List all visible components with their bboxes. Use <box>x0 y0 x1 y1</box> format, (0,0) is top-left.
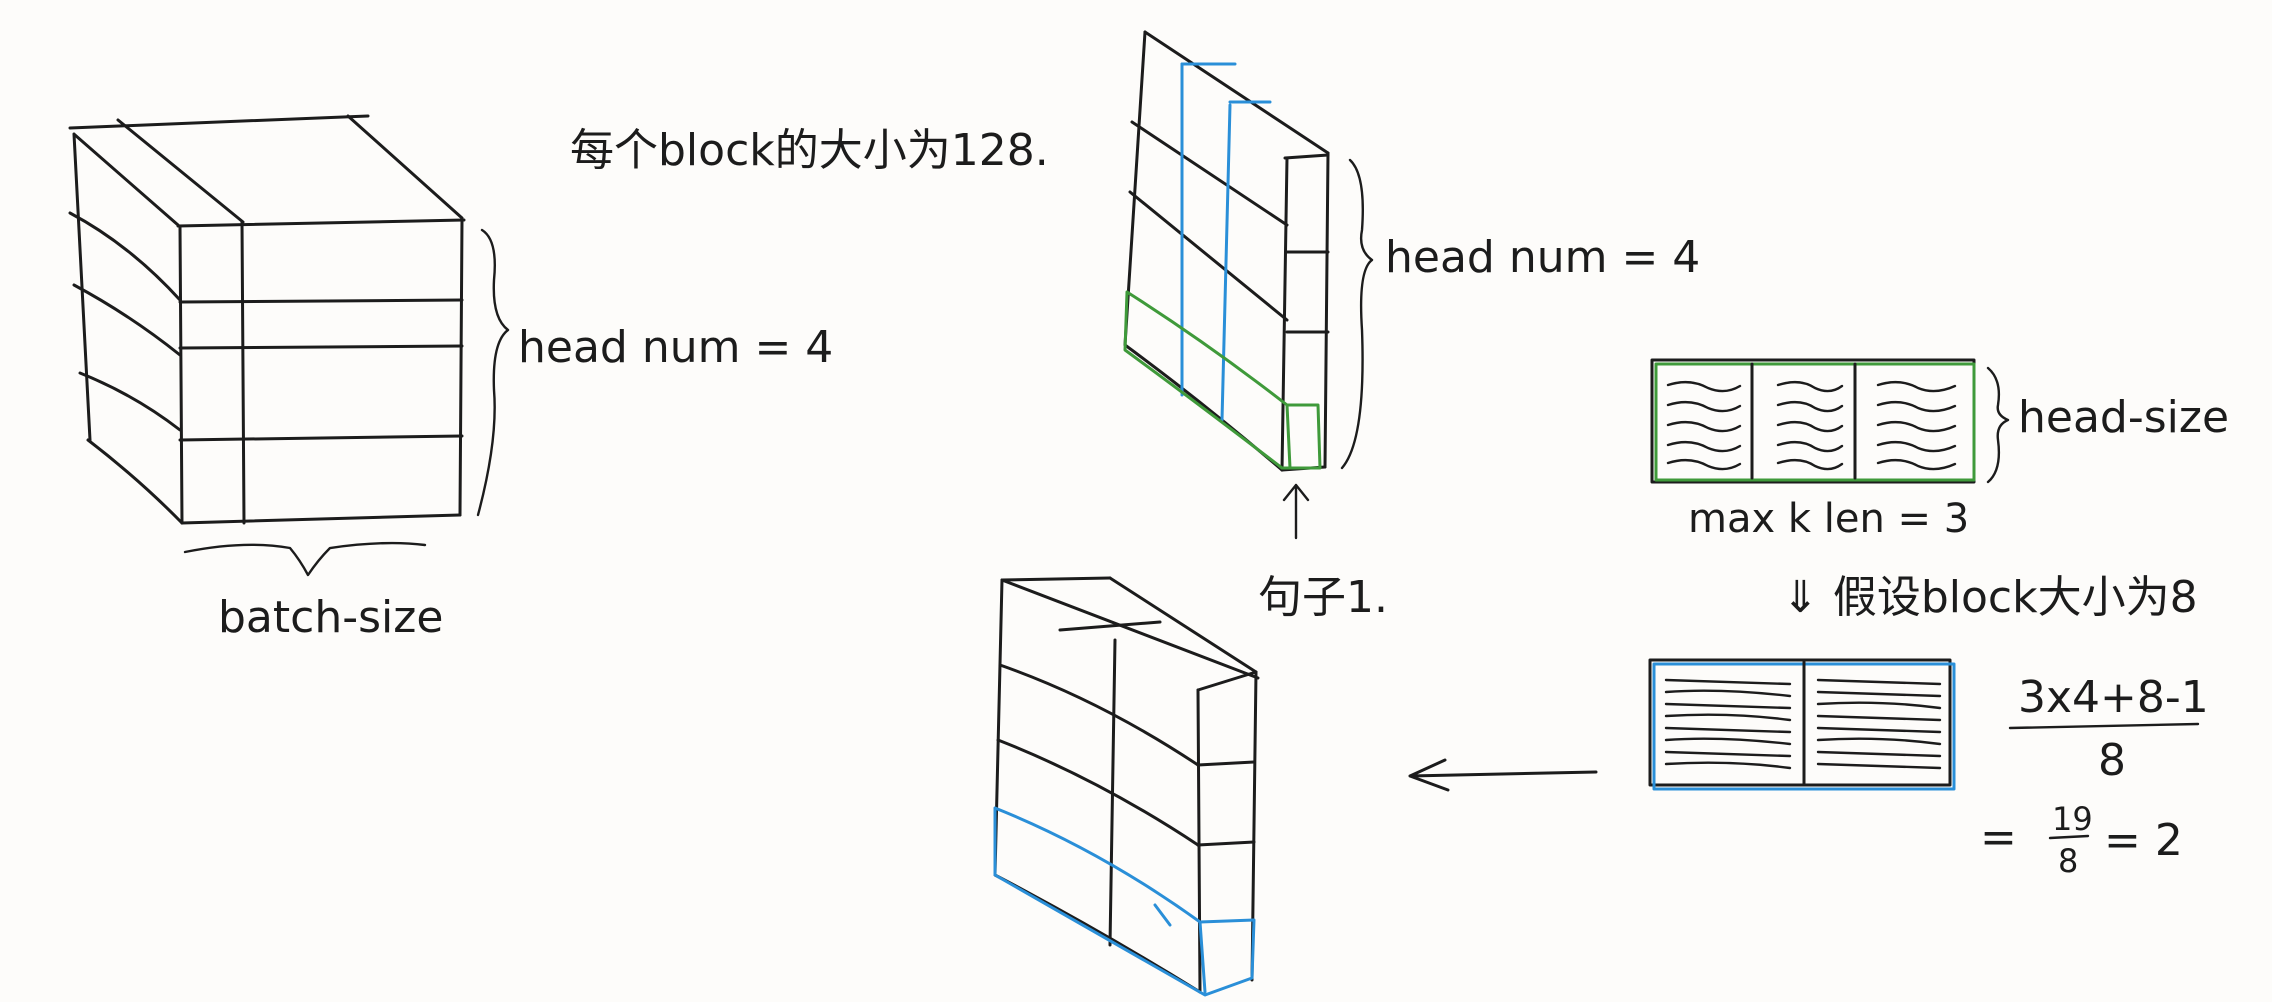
batch-size-label: batch-size <box>218 592 443 643</box>
bslab-front-line-1 <box>1196 760 1256 767</box>
left-cube-front-right-vertical <box>458 218 464 517</box>
block-strip <box>1648 658 1956 791</box>
bslab-top-cross <box>1058 620 1162 632</box>
bottom-slab <box>993 576 1260 997</box>
slab-front-left-edge <box>1280 156 1289 472</box>
bslab-blue-inner <box>1198 920 1207 994</box>
left-cube-side-line-1 <box>68 211 182 302</box>
bslab-top-left-slant <box>1000 578 1260 680</box>
bslab-side-line-2 <box>996 738 1200 847</box>
left-cube-bottom-slant <box>86 438 184 525</box>
slab-front-right-edge <box>1323 151 1330 469</box>
left-cube <box>68 114 510 577</box>
slab-top-front-edge <box>1283 153 1330 160</box>
max-k-len-label: max k len = 3 <box>1688 496 1969 542</box>
slab-headnum-brace <box>1340 158 1374 470</box>
result-equals: = <box>1980 812 2017 863</box>
bslab-blue-tick <box>1153 903 1172 927</box>
bslab-top-back <box>1000 576 1112 582</box>
left-cube-top-back-edge <box>68 114 370 130</box>
result-fraction-bar <box>2048 834 2090 840</box>
result-value: = 2 <box>2104 815 2183 866</box>
left-cube-side-line-2 <box>72 283 182 357</box>
left-headnum-brace <box>476 228 510 517</box>
middle-slab-top <box>1123 30 1374 472</box>
kcache-green-rect <box>1654 362 1976 482</box>
formula-fraction-bar <box>2008 722 2200 730</box>
formula-numerator: 3x4+8-1 <box>2018 672 2209 723</box>
head-num-mid-label: head num = 4 <box>1385 232 1700 283</box>
head-size-label: head-size <box>2018 392 2229 443</box>
slab-top-edge <box>1143 30 1330 155</box>
left-cube-top-front-edge <box>176 218 466 228</box>
bslab-front-line-2 <box>1196 840 1256 847</box>
k-cache-strip <box>1650 358 2010 484</box>
left-cube-back-vertical <box>72 132 92 442</box>
left-cube-front-line-1 <box>178 298 464 304</box>
formula-denominator: 8 <box>2098 735 2126 786</box>
block-size-note: 每个block的大小为128. <box>570 125 1049 176</box>
head-num-left-label: head num = 4 <box>518 322 833 373</box>
head-size-brace <box>1986 366 2010 484</box>
left-cube-front-bottom <box>180 513 462 525</box>
bslab-side-line-1 <box>998 663 1200 767</box>
left-cube-top-left-edge <box>73 133 180 227</box>
block-strip-outer <box>1648 658 1952 787</box>
result-denominator: 8 <box>2058 842 2078 880</box>
left-cube-front-line-3 <box>178 434 464 442</box>
result-numerator: 19 <box>2052 800 2093 838</box>
left-cube-front-line-2 <box>178 344 464 350</box>
slab-side-line-2 <box>1128 190 1289 322</box>
slab-blue-column-2 <box>1220 103 1232 422</box>
left-cube-side-line-3 <box>78 371 182 432</box>
bslab-top-front <box>1196 670 1258 692</box>
slab-side-line-1 <box>1130 120 1289 227</box>
bslab-front-left <box>1196 688 1202 994</box>
slab-green-row <box>1123 290 1322 470</box>
sentence-1-label: 句子1. <box>1258 572 1388 623</box>
assume-block-label: ⇓ 假设block大小为8 <box>1782 572 2198 623</box>
left-cube-front-mid-vertical <box>240 220 246 525</box>
batch-size-brace <box>183 541 427 577</box>
bslab-blue-row <box>993 806 1256 997</box>
bslab-top-right-slant <box>1108 576 1258 674</box>
left-cube-top-mid-edge <box>116 118 245 224</box>
left-cube-top-right-edge <box>346 114 464 220</box>
slab-green-inner <box>1285 403 1292 470</box>
left-arrow <box>1408 758 1598 792</box>
sentence-up-arrow <box>1282 483 1310 540</box>
left-cube-front-left-vertical <box>178 224 184 525</box>
